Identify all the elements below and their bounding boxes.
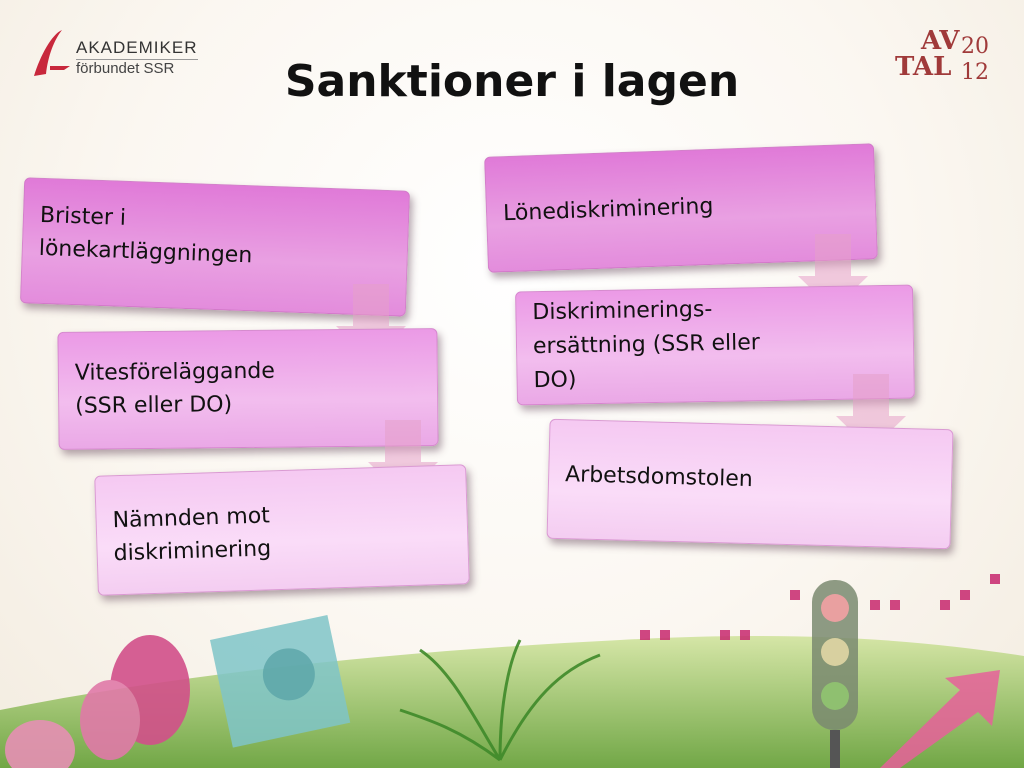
akademikerforbundet-logo: AKADEMIKER förbundet SSR [30,26,200,86]
pink-arrow-icon [880,670,1000,768]
logo-av: AV [921,26,960,56]
logo-tal: TAL [895,52,952,82]
logo-line-2: förbundet SSR [76,60,175,77]
logo-swoosh-icon [34,30,70,76]
flower-icon [5,635,190,768]
box-arbetsdomstolen: Arbetsdomstolen [546,418,954,550]
decorative-collage-footer [0,574,1024,768]
traffic-light-icon [812,580,858,768]
box-text-line: Arbetsdomstolen [564,462,754,493]
logo-year-top: 20 [961,34,989,59]
building-pattern [640,574,1000,640]
logo-year-bottom: 12 [961,60,989,85]
box-text-line: (SSR eller DO) [75,392,233,419]
box-text-line: Vitesföreläggande [74,358,276,386]
logo-line-1: AKADEMIKER [76,38,198,57]
box-text-line: Lönediskriminering [502,193,714,227]
slide-title: Sanktioner i lagen [284,56,740,107]
avtal-2012-logo: AV TAL 20 12 [895,26,995,86]
logo-divider [76,59,198,60]
palm-leaf-icon [399,639,601,762]
banknote-icon [209,615,351,748]
